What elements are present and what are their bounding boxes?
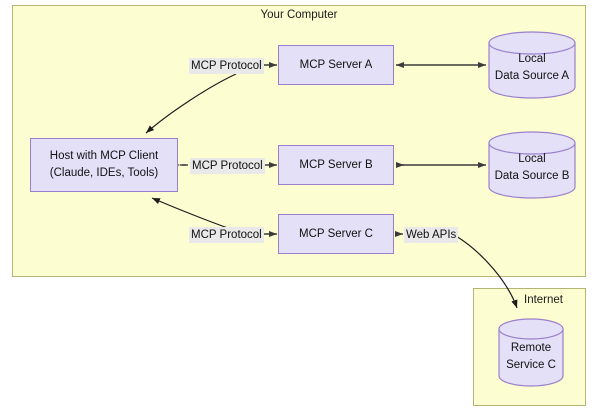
host-with-mcp-client-node[interactable]: Host with MCP Client (Claude, IDEs, Tool… [30,138,178,192]
edge-label-protocol-b: MCP Protocol [190,158,265,175]
cylinder-icon [488,31,576,99]
local-data-source-b-node[interactable]: Local Data Source B [488,131,576,199]
edge-label-protocol-a: MCP Protocol [189,58,264,75]
host-label-line2: (Claude, IDEs, Tools) [49,167,159,179]
mcp-server-b-node[interactable]: MCP Server B [278,145,394,185]
mcp-server-c-label: MCP Server C [299,227,373,240]
local-data-source-a-node[interactable]: Local Data Source A [488,31,576,99]
host-label-line1: Host with MCP Client [49,150,159,163]
mcp-server-a-label: MCP Server A [299,58,373,71]
edge-label-web-apis: Web APIs [404,227,459,244]
mcp-server-a-node[interactable]: MCP Server A [278,45,394,85]
cylinder-icon [488,131,576,199]
edge-label-protocol-c: MCP Protocol [189,227,264,244]
mcp-server-c-node[interactable]: MCP Server C [278,214,394,254]
edge-web-apis-to-remote-service-curve [455,235,518,309]
edge-host-from-server-a-curve [145,73,237,134]
remote-service-c-node[interactable]: Remote Service C [498,318,564,388]
your-computer-title: Your Computer [260,9,338,21]
mcp-server-b-label: MCP Server B [299,158,373,171]
cylinder-icon [498,318,564,387]
internet-title: Internet [524,294,563,306]
